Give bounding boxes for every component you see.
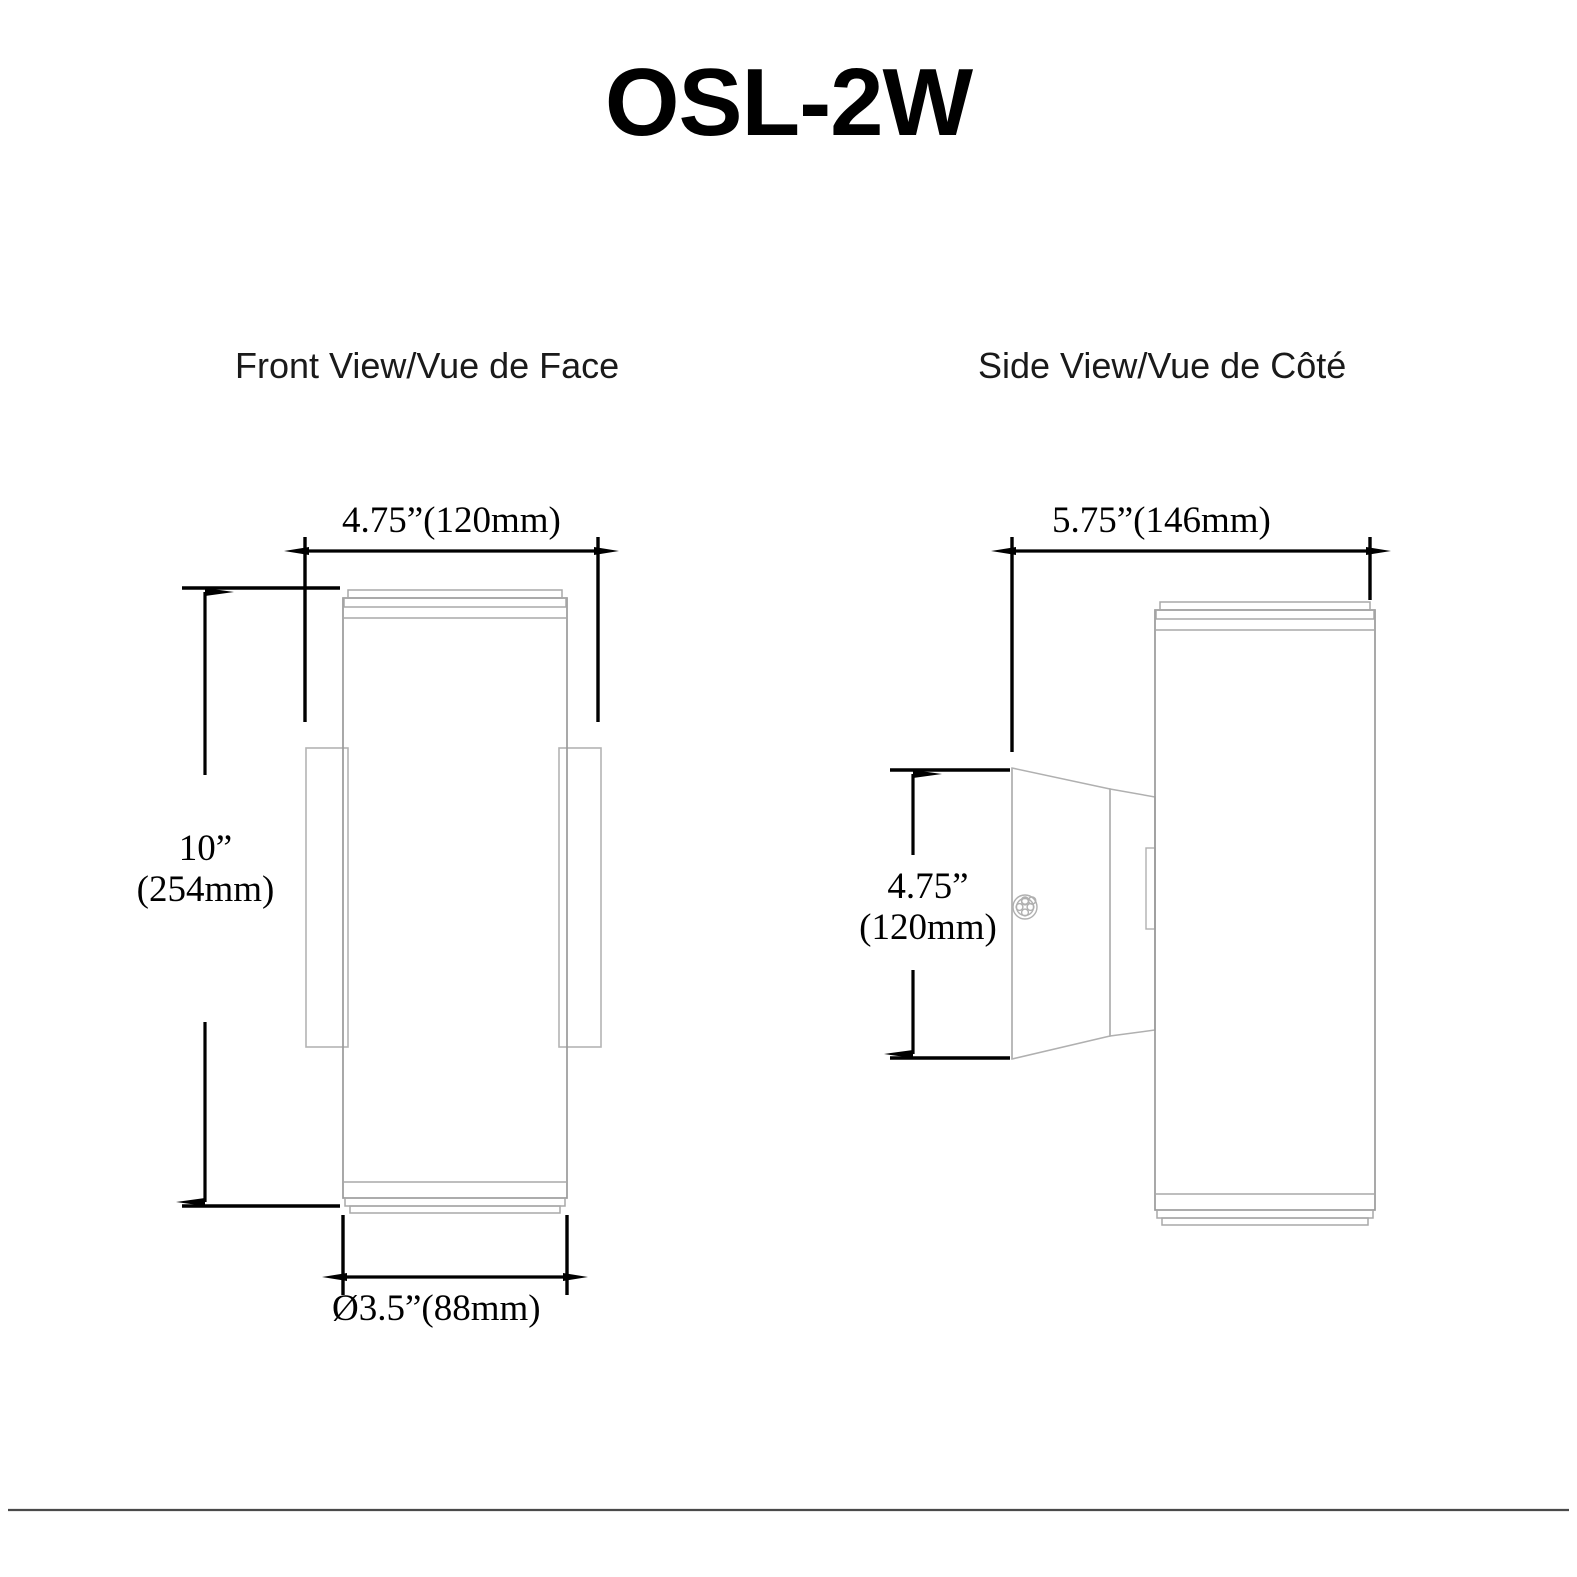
side-view-cylinder-body (1154, 609, 1376, 1211)
side-view-dimensions (884, 537, 1391, 1060)
side-view-top-trim (1155, 601, 1375, 631)
dimension-side-width-label: 5.75”(146mm) (1052, 500, 1271, 541)
dimension-side-height-line1: 4.75” (887, 866, 969, 907)
front-view-wall-flanges (305, 747, 602, 1048)
dimension-side-height-line2: (120mm) (859, 907, 997, 949)
front-view-fixture (305, 589, 602, 1214)
front-view-dimensions (176, 537, 619, 1295)
front-view-bottom-trim (343, 1181, 567, 1214)
front-view-cylinder-body (342, 597, 568, 1199)
side-view-mount-slot (1145, 847, 1156, 930)
page-title: OSL-2W (604, 49, 973, 156)
side-view-label: Side View/Vue de Côté (978, 345, 1347, 386)
screw-head-icon (1012, 894, 1038, 920)
front-view-top-trim (343, 589, 567, 619)
side-view-wall-bracket (1011, 767, 1156, 1060)
side-view-bottom-trim (1155, 1193, 1375, 1226)
dimension-side-height-label: 4.75” (120mm) (848, 866, 1008, 949)
dimension-front-diameter-label: Ø3.5”(88mm) (332, 1288, 541, 1329)
dimension-front-height-line2: (254mm) (136, 869, 275, 911)
dimension-front-width-label: 4.75”(120mm) (342, 500, 561, 541)
dimension-front-height-label: 10” (254mm) (118, 828, 293, 911)
front-view-label: Front View/Vue de Face (235, 345, 620, 386)
dimension-front-height-line1: 10” (178, 828, 233, 869)
side-view-fixture (1011, 601, 1376, 1226)
